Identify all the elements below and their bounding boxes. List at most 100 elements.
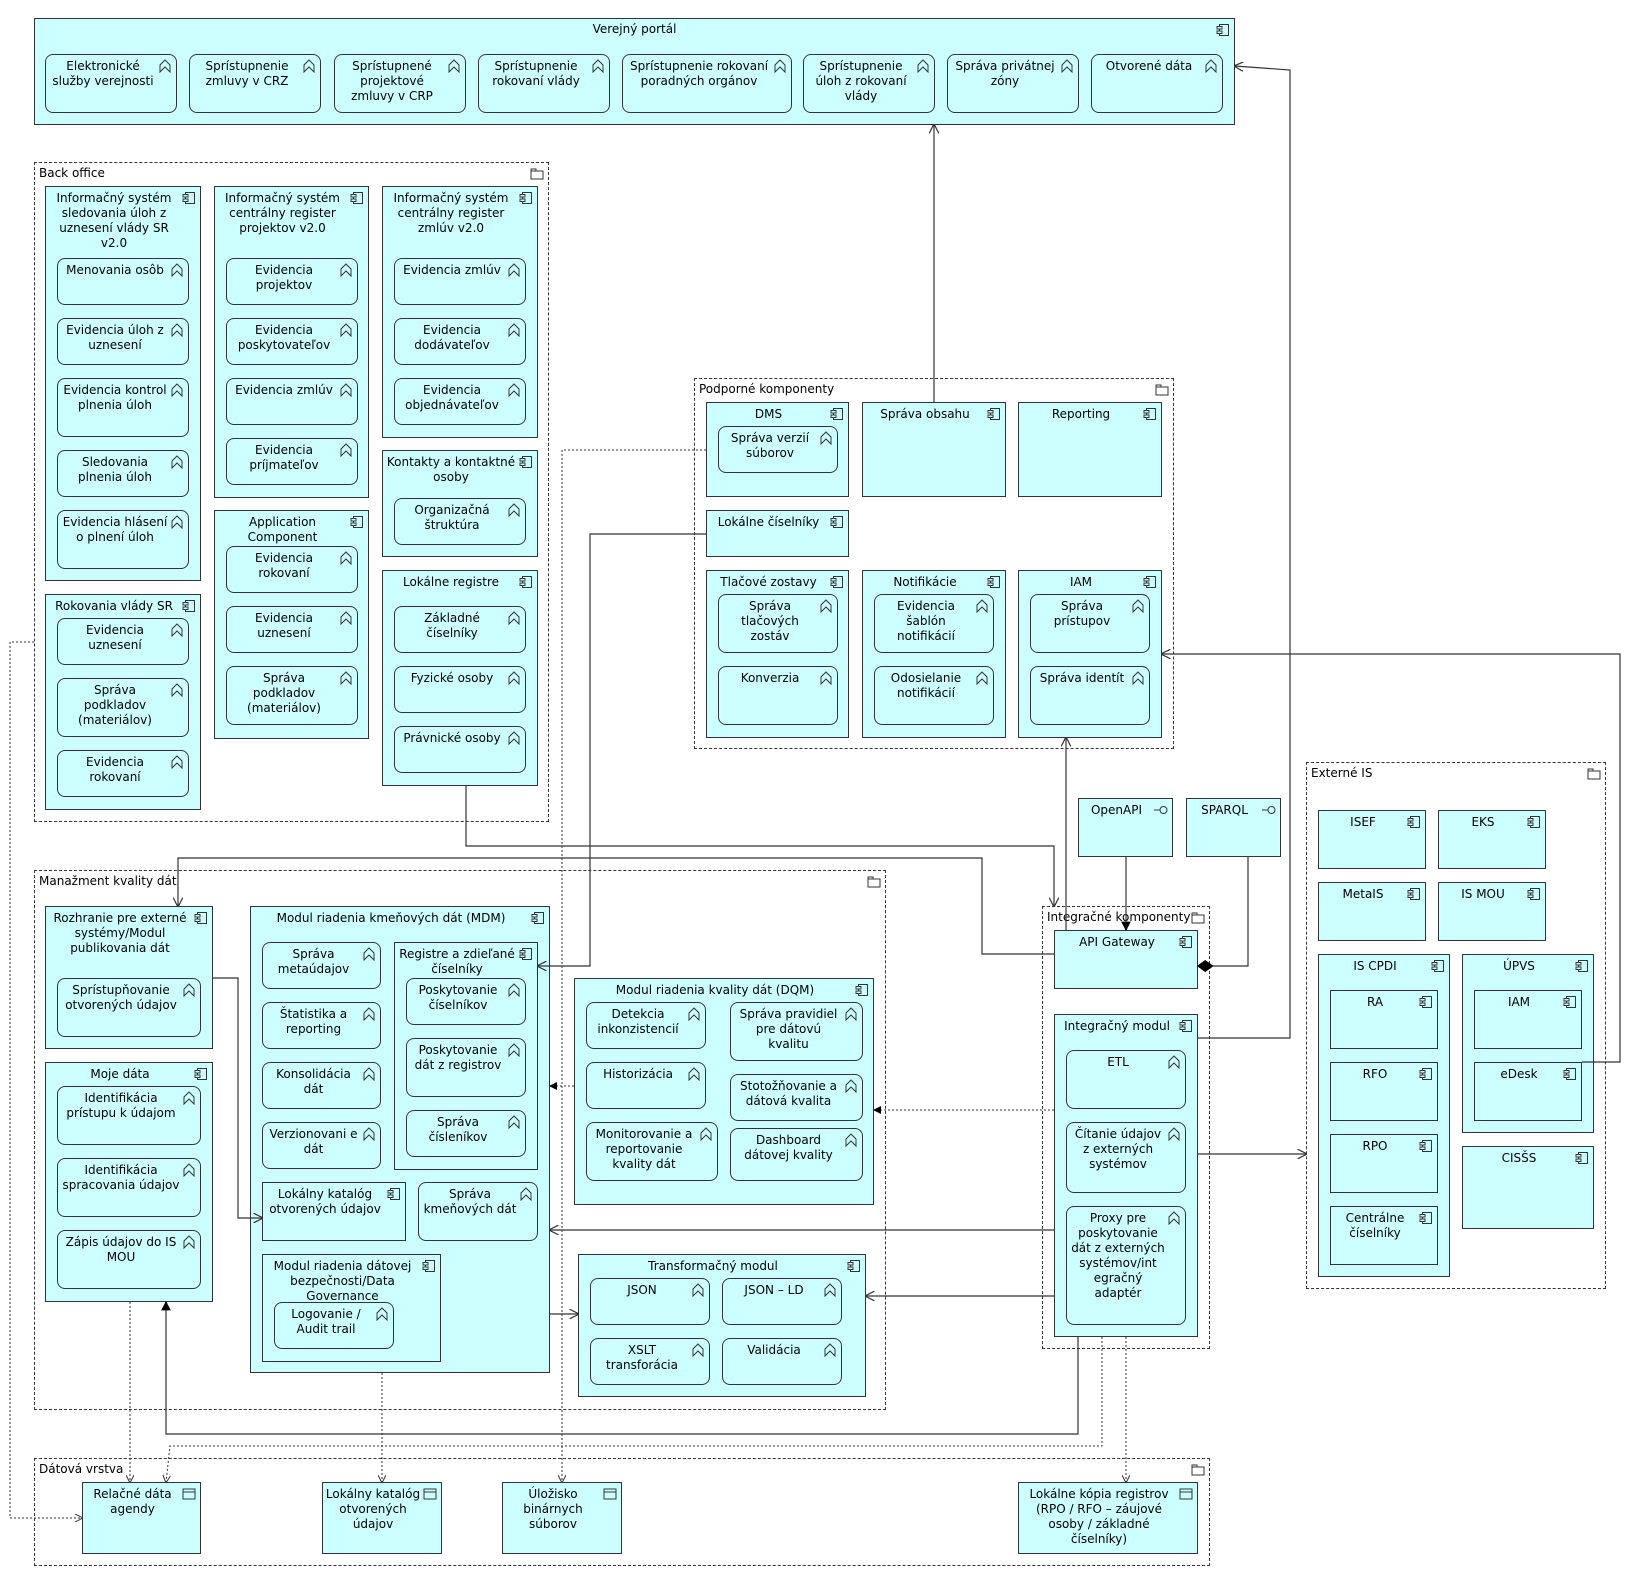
function-box[interactable]: Zápis údajov do IS MOU [57, 1230, 201, 1289]
portal-function[interactable]: Správa privátnej zóny [947, 54, 1079, 113]
component-icon [519, 454, 533, 468]
function-box[interactable]: Evidencia šablón notifikácií [874, 594, 994, 653]
lokalne-ciselniky[interactable]: Lokálne číselníky [706, 510, 849, 557]
component-icon [1419, 1210, 1433, 1224]
function-box[interactable]: Sledovania plnenia úloh [57, 450, 189, 497]
sparql-interface[interactable]: SPARQL [1186, 798, 1281, 857]
component-icon [194, 1066, 208, 1080]
function-box[interactable]: Proxy pre poskytovanie dát z externých s… [1066, 1206, 1186, 1325]
function-box[interactable]: Verzionovani e dát [262, 1122, 381, 1169]
function-box[interactable]: Dashboard dátovej kvality [730, 1128, 863, 1181]
function-box[interactable]: Identifikácia prístupu k údajom [57, 1086, 201, 1145]
function-icon [170, 262, 184, 278]
group-label: Back office [39, 166, 105, 180]
function-box[interactable]: Správa metaúdajov [262, 942, 381, 989]
api-gateway[interactable]: API Gateway [1054, 930, 1198, 989]
function-box[interactable]: Evidencia poskytovateľov [226, 318, 358, 365]
function-box[interactable]: Evidencia zmlúv [226, 378, 358, 425]
isef[interactable]: ISEF [1318, 810, 1426, 869]
relacne-data-agendy[interactable]: Relačné dáta agendy [82, 1482, 201, 1554]
metais[interactable]: MetaIS [1318, 882, 1426, 941]
function-box[interactable]: Konsolidácia dát [262, 1062, 381, 1109]
portal-function[interactable]: Otvorené dáta [1091, 54, 1223, 113]
function-box[interactable]: Evidencia úloh z uznesení [57, 318, 189, 365]
function-box[interactable]: Odosielanie notifikácií [874, 666, 994, 725]
function-icon [302, 58, 316, 74]
portal-function[interactable]: Elektronické služby verejnosti [45, 54, 177, 113]
function-box[interactable]: Validácia [722, 1338, 842, 1385]
function-box[interactable]: Správa podkladov (materiálov) [226, 666, 358, 725]
function-box[interactable]: Historizácia [586, 1062, 706, 1109]
function-box[interactable]: Evidencia rokovaní [57, 750, 189, 797]
function-box[interactable]: Správa tlačových zostáv [718, 594, 838, 653]
function-box[interactable]: Fyzické osoby [394, 666, 526, 713]
function-box[interactable]: Správa kmeňových dát [418, 1182, 538, 1241]
function-icon [844, 1132, 858, 1148]
function-box[interactable]: Správa verzií súborov [718, 426, 838, 473]
lokalne-kopia-registrov[interactable]: Lokálne kópia registrov (RPO / RFO – záu… [1018, 1482, 1198, 1554]
edesk[interactable]: eDesk [1474, 1062, 1582, 1121]
function-box[interactable]: Organizačná štruktúra [394, 498, 526, 545]
portal-function[interactable]: Sprístupnenie rokovaní poradných orgánov [622, 54, 792, 113]
function-icon [844, 1006, 858, 1022]
function-box[interactable]: Monitorovanie a reportovanie kvality dát [586, 1122, 718, 1181]
upvs-iam[interactable]: IAM [1474, 990, 1582, 1049]
function-box[interactable]: Poskytovanie dát z registrov [406, 1038, 526, 1097]
rfo[interactable]: RFO [1330, 1062, 1438, 1121]
eks[interactable]: EKS [1438, 810, 1546, 869]
is-mou[interactable]: IS MOU [1438, 882, 1546, 941]
cisss[interactable]: CISŠS [1462, 1146, 1594, 1229]
function-icon [339, 262, 353, 278]
function-box[interactable]: Evidencia rokovaní [226, 546, 358, 593]
portal-function[interactable]: Sprístupnenie rokovaní vlády [478, 54, 610, 113]
function-box[interactable]: Právnické osoby [394, 726, 526, 773]
function-box[interactable]: JSON [590, 1278, 710, 1325]
function-box[interactable]: JSON – LD [722, 1278, 842, 1325]
function-box[interactable]: Menovania osôb [57, 258, 189, 305]
function-box[interactable]: Evidencia objednávateľov [394, 378, 526, 425]
component-icon [830, 406, 844, 420]
function-icon [1167, 1126, 1181, 1142]
function-icon [823, 1282, 837, 1298]
function-box[interactable]: Správa čísleníkov [406, 1110, 526, 1157]
function-box[interactable]: Štatistika a reporting [262, 1002, 381, 1049]
centralne-ciselniky[interactable]: Centrálne číselníky [1330, 1206, 1438, 1265]
sprava-obsahu[interactable]: Správa obsahu [862, 402, 1006, 497]
function-box[interactable]: ETL [1066, 1050, 1186, 1109]
function-box[interactable]: Evidencia hlásení o plnení úloh [57, 510, 189, 569]
lokalny-katalog[interactable]: Lokálny katalóg otvorených údajov [262, 1182, 406, 1241]
function-icon [1167, 1210, 1181, 1226]
function-icon [170, 322, 184, 338]
ra[interactable]: RA [1330, 990, 1438, 1049]
lokalny-katalog-data[interactable]: Lokálny katalóg otvorených údajov [322, 1482, 442, 1554]
function-box[interactable]: Poskytovanie číselníkov [406, 978, 526, 1025]
function-box[interactable]: Logovanie / Audit trail [274, 1302, 394, 1349]
function-box[interactable]: Detekcia inkonzistencií [586, 1002, 706, 1049]
function-box[interactable]: Evidencia zmlúv [394, 258, 526, 305]
function-icon [819, 670, 833, 686]
function-box[interactable]: Správa podkladov (materiálov) [57, 678, 189, 737]
function-box[interactable]: Sprístupňovanie otvorených údajov [57, 978, 201, 1037]
function-box[interactable]: Správa identít [1030, 666, 1150, 725]
function-box[interactable]: Základné číselníky [394, 606, 526, 653]
function-box[interactable]: Evidencia uznesení [57, 618, 189, 665]
ulozisko-binarnych-suborov[interactable]: Úložisko binárnych súborov [502, 1482, 622, 1554]
function-box[interactable]: Evidencia dodávateľov [394, 318, 526, 365]
portal-function[interactable]: Sprístupnené projektové zmluvy v CRP [334, 54, 466, 113]
function-box[interactable]: XSLT transforácia [590, 1338, 710, 1385]
function-box[interactable]: Správa pravidiel pre dátovú kvalitu [730, 1002, 863, 1061]
function-box[interactable]: Evidencia kontrol plnenia úloh [57, 378, 189, 437]
portal-function[interactable]: Sprístupnenie úloh z rokovaní vlády [803, 54, 935, 113]
portal-function[interactable]: Sprístupnenie zmluvy v CRZ [189, 54, 321, 113]
function-box[interactable]: Čítanie údajov z externých systémov [1066, 1122, 1186, 1193]
function-box[interactable]: Evidencia príjmateľov [226, 438, 358, 485]
reporting[interactable]: Reporting [1018, 402, 1162, 497]
function-box[interactable]: Evidencia uznesení [226, 606, 358, 653]
function-box[interactable]: Správa prístupov [1030, 594, 1150, 653]
function-box[interactable]: Stotožňovanie a dátová kvalita [730, 1074, 863, 1121]
rpo[interactable]: RPO [1330, 1134, 1438, 1193]
function-box[interactable]: Konverzia [718, 666, 838, 725]
function-box[interactable]: Evidencia projektov [226, 258, 358, 305]
openapi-interface[interactable]: OpenAPI [1078, 798, 1173, 857]
function-box[interactable]: Identifikácia spracovania údajov [57, 1158, 201, 1217]
